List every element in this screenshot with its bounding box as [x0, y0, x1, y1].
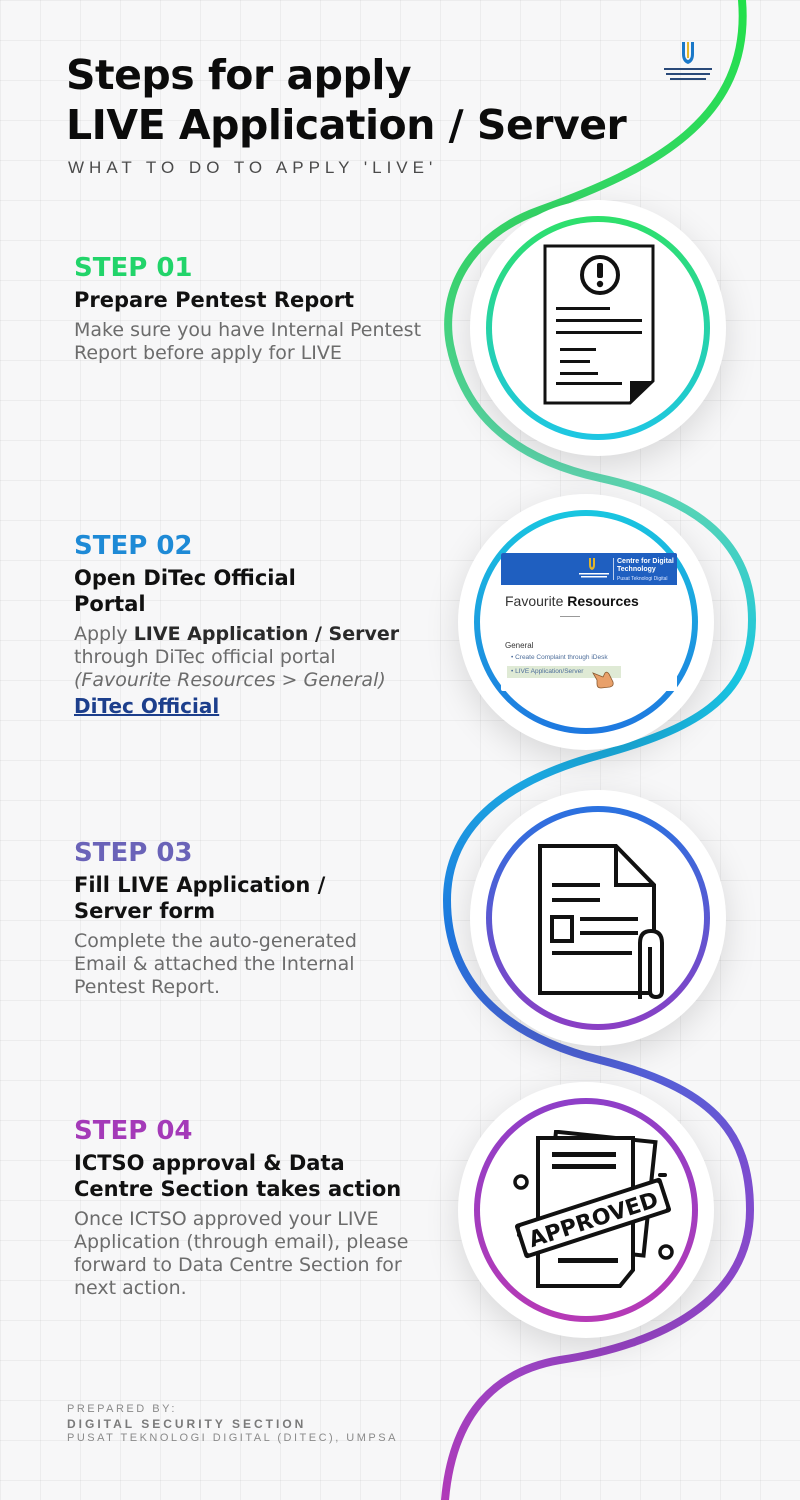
- step-label: STEP 01: [74, 253, 193, 283]
- document-warning-icon: [543, 244, 655, 405]
- step-03: STEP 03 Fill LIVE Application / Server f…: [74, 838, 434, 999]
- university-logo-icon: [664, 42, 712, 80]
- step-description: Complete the auto-generated Email & atta…: [74, 930, 357, 998]
- step-04: STEP 04 ICTSO approval & Data Centre Sec…: [74, 1116, 434, 1300]
- portal-heading: Favourite Resources: [505, 593, 639, 609]
- step-heading-line-1: ICTSO approval & Data: [74, 1151, 345, 1175]
- portal-heading-plain: Favourite: [505, 593, 568, 609]
- desc-text: Apply: [74, 623, 134, 645]
- step-label: STEP 04: [74, 1116, 193, 1146]
- portal-heading-bold: Resources: [567, 593, 639, 609]
- footer-section: DIGITAL SECURITY SECTION: [67, 1417, 307, 1431]
- title-line-2: LIVE Application / Server: [66, 101, 627, 149]
- footer-prepared-by: PREPARED BY:: [67, 1403, 177, 1415]
- step-heading-line-2: Server form: [74, 899, 216, 923]
- step-heading-line-1: Fill LIVE Application /: [74, 873, 326, 897]
- portal-divider: [560, 616, 580, 617]
- portal-section-label: General: [505, 641, 534, 650]
- step-02: STEP 02 Open DiTec Official Portal Apply…: [74, 531, 434, 718]
- approved-stamp-icon: APPROVED: [513, 1130, 674, 1288]
- step-description: Apply LIVE Application / Server through …: [74, 623, 434, 692]
- desc-italic: (Favourite Resources > General): [74, 669, 386, 691]
- footer-organization: PUSAT TEKNOLOGI DIGITAL (DITEC), UMPSA: [67, 1432, 398, 1444]
- portal-logo-icon: [579, 558, 609, 578]
- step-heading: ICTSO approval & Data Centre Section tak…: [74, 1150, 434, 1202]
- portal-bar-title: Centre for Digital Technology: [617, 558, 674, 573]
- portal-bar-subtitle: Pusat Teknologi Digital: [617, 576, 668, 582]
- desc-bold: LIVE Application / Server: [133, 623, 400, 645]
- portal-link-live-application[interactable]: • LIVE Application/Server: [507, 666, 621, 678]
- step-description: Once ICTSO approved your LIVE Applicatio…: [74, 1208, 409, 1299]
- form-attachment-icon: [538, 844, 664, 999]
- page-subtitle: WHAT TO DO TO APPLY 'LIVE': [68, 158, 438, 177]
- step-description: Make sure you have Internal Pentest Repo…: [74, 319, 422, 364]
- ditec-official-link[interactable]: DiTec Official: [74, 694, 220, 718]
- step-heading-line-2: Portal: [74, 592, 146, 616]
- step-heading: Fill LIVE Application / Server form: [74, 872, 434, 924]
- step-heading-line-1: Open DiTec Official: [74, 566, 296, 590]
- step-label: STEP 03: [74, 838, 193, 868]
- step-01: STEP 01 Prepare Pentest Report Make sure…: [74, 253, 434, 365]
- desc-text: through DiTec official portal: [74, 646, 336, 668]
- page-title: Steps for apply LIVE Application / Serve…: [66, 50, 706, 150]
- step-heading-line-2: Centre Section takes action: [74, 1177, 402, 1201]
- step-heading: Prepare Pentest Report: [74, 288, 355, 312]
- title-line-1: Steps for apply: [66, 51, 412, 99]
- portal-link-complaint[interactable]: • Create Complaint through iDesk: [511, 654, 608, 661]
- footer: PREPARED BY: DIGITAL SECURITY SECTION PU…: [67, 1403, 398, 1444]
- step-label: STEP 02: [74, 531, 193, 561]
- step-heading: Open DiTec Official Portal: [74, 565, 434, 617]
- portal-screenshot: Centre for Digital Technology Pusat Tekn…: [501, 553, 677, 691]
- portal-header-bar: Centre for Digital Technology Pusat Tekn…: [501, 553, 677, 585]
- hand-pointer-icon: [592, 671, 614, 689]
